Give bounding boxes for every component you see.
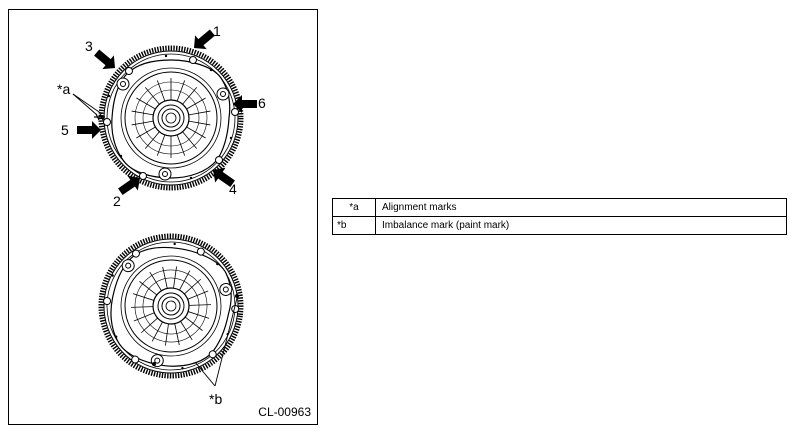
clutch-diagram <box>72 25 257 426</box>
arrow-5 <box>77 121 101 139</box>
imbalance-mark <box>152 294 239 366</box>
callout-a: *a <box>57 81 71 97</box>
callout-1: 1 <box>213 23 221 39</box>
figure-frame: 1 2 3 4 5 6 *a *b CL-00963 <box>8 9 318 425</box>
figure-id: CL-00963 <box>258 405 311 419</box>
legend-row: *b Imbalance mark (paint mark) <box>332 216 787 235</box>
leader-b <box>194 297 238 387</box>
callout-3: 3 <box>85 38 93 54</box>
callout-2: 2 <box>113 193 121 209</box>
callout-5: 5 <box>61 122 69 138</box>
assembly-top <box>101 48 241 188</box>
legend-text: Imbalance mark (paint mark) <box>375 216 787 235</box>
leader-a <box>72 93 103 116</box>
legend-table: *a Alignment marks *b Imbalance mark (pa… <box>332 198 787 235</box>
arrow-3 <box>90 45 121 75</box>
callout-b: *b <box>209 391 223 407</box>
assembly-bottom <box>92 227 250 385</box>
legend-key: *a <box>332 198 376 217</box>
legend-text: Alignment marks <box>375 198 787 217</box>
callout-6: 6 <box>258 95 266 111</box>
callout-4: 4 <box>229 181 237 197</box>
legend-key: *b <box>332 216 376 235</box>
legend-row: *a Alignment marks <box>332 198 787 217</box>
